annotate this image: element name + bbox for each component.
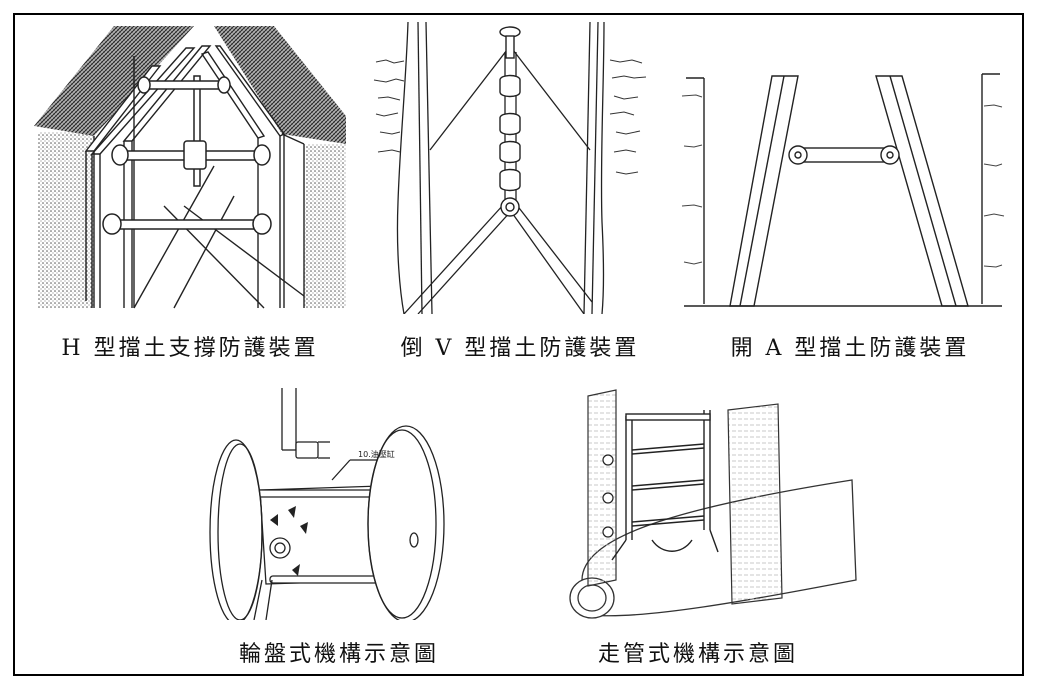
wheel-disc-callout-label: 10.油壓缸: [358, 449, 395, 459]
wheel-disc-mechanism-illustration: 10.油壓缸: [200, 380, 470, 620]
wheel-disc-caption: 輪盤式機構示意圖: [238, 642, 439, 667]
h-type-caption: H 型擋土支撐防護裝置: [61, 336, 319, 361]
inverted-v-caption: 倒 V 型擋土防護裝置: [400, 336, 640, 361]
open-a-caption: 開 A 型擋土防護裝置: [730, 336, 970, 361]
pipe-walking-mechanism-illustration: [552, 380, 872, 620]
h-type-shoring-illustration: [34, 26, 346, 314]
inverted-v-shoring-illustration: [370, 22, 660, 314]
open-a-shoring-illustration: [680, 66, 1006, 316]
pipe-walking-caption: 走管式機構示意圖: [597, 642, 798, 667]
